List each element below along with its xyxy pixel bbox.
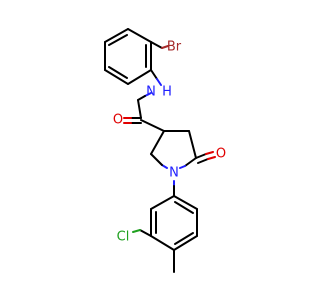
bond-r2-1 (173, 195, 198, 210)
bond-p4b (150, 153, 163, 166)
bond-r2-3-inner (174, 232, 194, 245)
bond-r2-3 (173, 235, 198, 251)
bond-ko-a (195, 153, 207, 159)
bond-c-br-a (150, 41, 163, 49)
bond-ko-d (207, 156, 216, 160)
bromophenyl-ring (104, 28, 152, 85)
bond-ring1-4 (104, 69, 129, 85)
pyrrolidinone-ring (150, 130, 197, 169)
amide-oxygen-label: O (113, 113, 123, 128)
amide-nitrogen-label: N (146, 85, 156, 100)
bond-c-ring (140, 119, 165, 132)
bond-r2-1-inner (174, 201, 194, 214)
bond-ring-nh-a (150, 69, 158, 80)
bond-ring-nh-b (156, 78, 162, 86)
bond-ring1-6 (104, 28, 129, 43)
bond-ko-b (205, 151, 214, 155)
bond-p3a (184, 157, 197, 167)
bond-ring1-4-inner (108, 66, 128, 79)
bond-c-br-b (161, 45, 169, 49)
bond-ko-c (197, 158, 209, 164)
bond-ring1-6-inner (108, 34, 128, 46)
bond-c-cl-a (139, 229, 152, 237)
bond-r2-6 (150, 195, 175, 210)
molecule-structure: Br N H O N O Cl (104, 28, 226, 273)
ring-nitrogen-label: N (169, 166, 179, 181)
bond-ring1-3 (127, 69, 152, 85)
chlorine-label: Cl (117, 230, 130, 245)
bond-nh-c-a (144, 92, 152, 97)
bond-r2-4 (150, 235, 175, 251)
bond-c-cl-b (132, 229, 141, 233)
bromine-label: Br (167, 40, 182, 55)
bond-nh-c-c (137, 99, 142, 119)
chloromethylphenyl-ring (150, 195, 198, 251)
ketone-oxygen-label: O (216, 147, 226, 162)
structure-canvas: Br N H O N O Cl (104, 28, 227, 273)
bond-ring1-1 (127, 28, 152, 43)
bond-nh-c-b (137, 95, 146, 101)
bond-p5 (150, 130, 165, 155)
amide-hydrogen-label: H (162, 85, 172, 100)
bond-p3b (179, 165, 186, 169)
bond-p2 (188, 130, 197, 159)
